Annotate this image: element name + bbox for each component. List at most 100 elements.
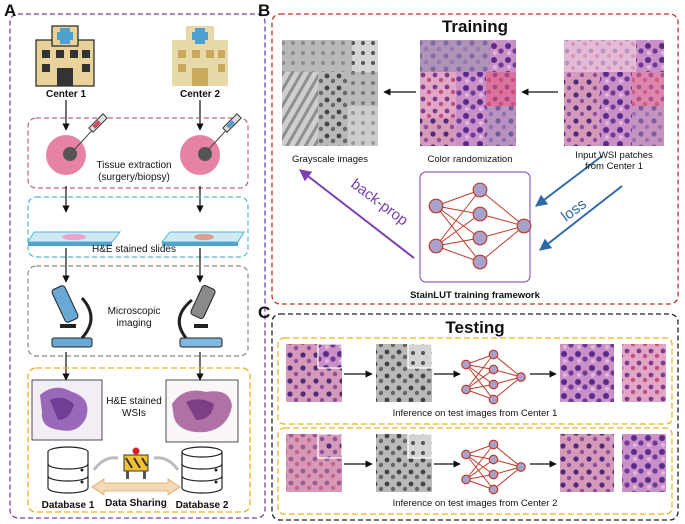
network-edge (465, 479, 494, 490)
panel-b-letter: B (258, 1, 270, 20)
neural-network-icon (461, 439, 526, 495)
network-edge (435, 205, 481, 215)
sharing-curve-left (92, 456, 119, 471)
network-node (472, 254, 488, 270)
network-node (461, 384, 471, 395)
loss-arrow-bottom (539, 185, 623, 251)
wsi-label-2: WSIs (122, 408, 146, 419)
network-edge (465, 459, 494, 480)
back-prop-arrow (299, 169, 415, 259)
input-label-1: Input WSI patches (575, 150, 653, 161)
tissue-label-2: (surgery/biopsy) (98, 172, 170, 183)
database-icon (181, 446, 223, 494)
test-row-1-box (277, 337, 673, 425)
wsi-stage-box (27, 367, 251, 513)
glass-slide-icon (160, 231, 245, 246)
network-node (472, 230, 488, 246)
data-sharing-label: Data Sharing (105, 498, 167, 509)
panel-a-letter: A (4, 1, 16, 20)
testing-border (271, 313, 679, 521)
inference2-label: Inference on test images from Center 2 (393, 498, 558, 509)
network-edge (479, 225, 525, 239)
network-edge (465, 444, 494, 480)
network-node (428, 198, 444, 214)
test-gray-2 (376, 433, 433, 492)
network-edge (465, 364, 494, 385)
grayscale-patches (282, 40, 378, 146)
hospital-building-icon (172, 26, 228, 86)
syringe-icon (207, 113, 242, 151)
network-edge (465, 354, 494, 365)
framework-label: StainLUT training framework (410, 290, 541, 301)
network-edge (435, 237, 481, 247)
network-edge (435, 205, 481, 239)
network-node (488, 454, 499, 465)
grayscale-label: Grayscale images (292, 154, 368, 165)
network-node (516, 462, 526, 472)
slides-label: H&E stained slides (92, 244, 176, 255)
microscopic-label-2: imaging (116, 318, 151, 329)
network-edge (435, 189, 481, 207)
test-gray-1 (376, 343, 433, 402)
network-node (488, 349, 499, 360)
back-prop-label: back-prop (348, 176, 412, 230)
microscopic-label-1: Microscopic (108, 306, 161, 317)
network-node (488, 469, 499, 480)
test-output-1b (622, 344, 666, 402)
microscope-icon (177, 285, 223, 348)
network-edge (435, 213, 481, 247)
imaging-stage-box (27, 265, 249, 357)
network-edge (493, 354, 522, 378)
database1-label: Database 1 (42, 500, 95, 511)
network-edge (479, 225, 525, 263)
database2-label: Database 2 (176, 500, 229, 511)
testing-title: Testing (445, 318, 504, 337)
hospital-building-icon (35, 25, 95, 87)
color-randomized-patches (420, 40, 516, 146)
network-edge (465, 389, 494, 400)
data-sharing-arrow (91, 478, 181, 496)
network-node (488, 439, 499, 450)
network-edge (465, 369, 494, 390)
network-node (516, 218, 532, 234)
network-edge (479, 189, 525, 227)
panel-c-letter: C (258, 303, 270, 322)
network-node (461, 449, 471, 460)
network-node (472, 206, 488, 222)
network-edge (493, 376, 522, 400)
tissue-label-1: Tissue extraction (96, 160, 171, 171)
loss-label: loss (558, 196, 590, 226)
inference1-label: Inference on test images from Center 1 (393, 408, 558, 419)
network-node (428, 238, 444, 254)
tissue-stage-box (27, 117, 249, 189)
network-node (461, 474, 471, 485)
network-edge (465, 354, 494, 390)
tissue-icon (46, 135, 86, 175)
center2-label: Center 2 (180, 89, 220, 100)
network-node (488, 484, 499, 495)
network-edge (435, 205, 481, 263)
network-edge (465, 454, 494, 475)
neural-network-icon (428, 182, 532, 270)
neural-network-icon (461, 349, 526, 405)
input-wsi-patches (564, 40, 664, 146)
barrier-icon (123, 447, 149, 479)
syringe-icon (73, 113, 108, 151)
training-title: Training (442, 17, 508, 36)
network-node (461, 359, 471, 370)
test-output-2b (622, 434, 666, 492)
network-edge (479, 213, 525, 227)
center1-label: Center 1 (46, 89, 86, 100)
network-node (488, 379, 499, 390)
network-edge (465, 454, 494, 490)
wsi-image-2 (165, 379, 239, 443)
loss-arrow-top (535, 155, 603, 207)
test-output-2a (560, 434, 614, 492)
microscope-icon (51, 285, 93, 348)
network-node (472, 182, 488, 198)
network-edge (493, 466, 522, 490)
color-rand-label: Color randomization (427, 154, 512, 165)
input-label-2: from Center 1 (585, 161, 643, 172)
